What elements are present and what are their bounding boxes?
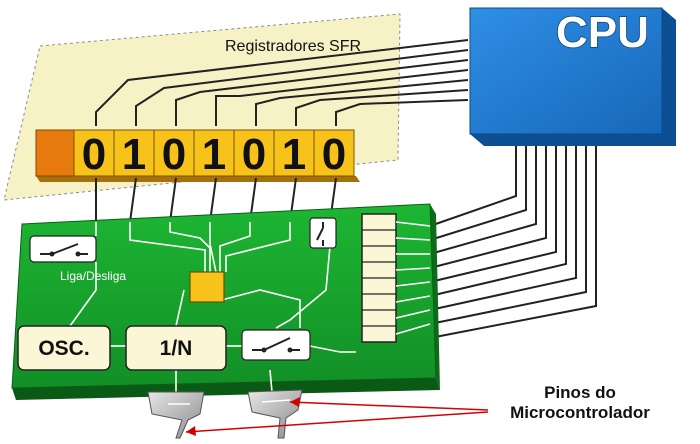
logic-chip xyxy=(189,271,225,303)
sfr-title: Registradores SFR xyxy=(225,38,361,55)
small-switch xyxy=(309,217,337,249)
register-bit-2: 0 xyxy=(153,129,195,179)
pin-2 xyxy=(247,389,303,439)
register-bit-value: 0 xyxy=(162,130,186,179)
osc-label: OSC. xyxy=(38,337,89,360)
sfr-bus-wires xyxy=(95,39,469,126)
register-bit-1: 1 xyxy=(113,129,155,179)
register-bit-4: 0 xyxy=(233,129,275,179)
divider-label: 1/N xyxy=(160,337,193,360)
register-bit-0: 0 xyxy=(73,129,115,179)
cpu-block: CPU xyxy=(469,7,676,146)
register-bit-value: 1 xyxy=(122,130,146,179)
pin-latch-strip xyxy=(361,213,431,343)
register-bit-value: 0 xyxy=(242,130,266,179)
board-traces xyxy=(69,221,356,393)
cpu-to-pins-wires xyxy=(429,146,597,339)
cpu-label: CPU xyxy=(556,8,649,57)
pins-label-line2: Microcontrolador xyxy=(510,403,650,422)
register-bit-value: 1 xyxy=(282,130,306,179)
pin-arrows xyxy=(185,397,489,436)
register-bit-value: 1 xyxy=(202,130,226,179)
pin-1 xyxy=(147,391,205,439)
microcontroller-board: Liga/Desliga OSC. 1/N xyxy=(11,203,440,400)
pins-label-line1: Pinos do xyxy=(544,383,616,402)
register-bit-3: 1 xyxy=(193,129,235,179)
on-off-switch xyxy=(29,235,97,263)
register-bit-value: 0 xyxy=(322,130,346,179)
divider-block: 1/N xyxy=(125,325,227,371)
oscillator-block: OSC. xyxy=(17,325,111,371)
register-prefix-cell xyxy=(35,129,75,177)
pin-switch xyxy=(241,329,311,361)
register-bit-5: 1 xyxy=(273,129,315,179)
switch-label: Liga/Desliga xyxy=(60,269,126,283)
register-bit-value: 0 xyxy=(82,130,106,179)
register-bit-6: 0 xyxy=(313,129,355,179)
